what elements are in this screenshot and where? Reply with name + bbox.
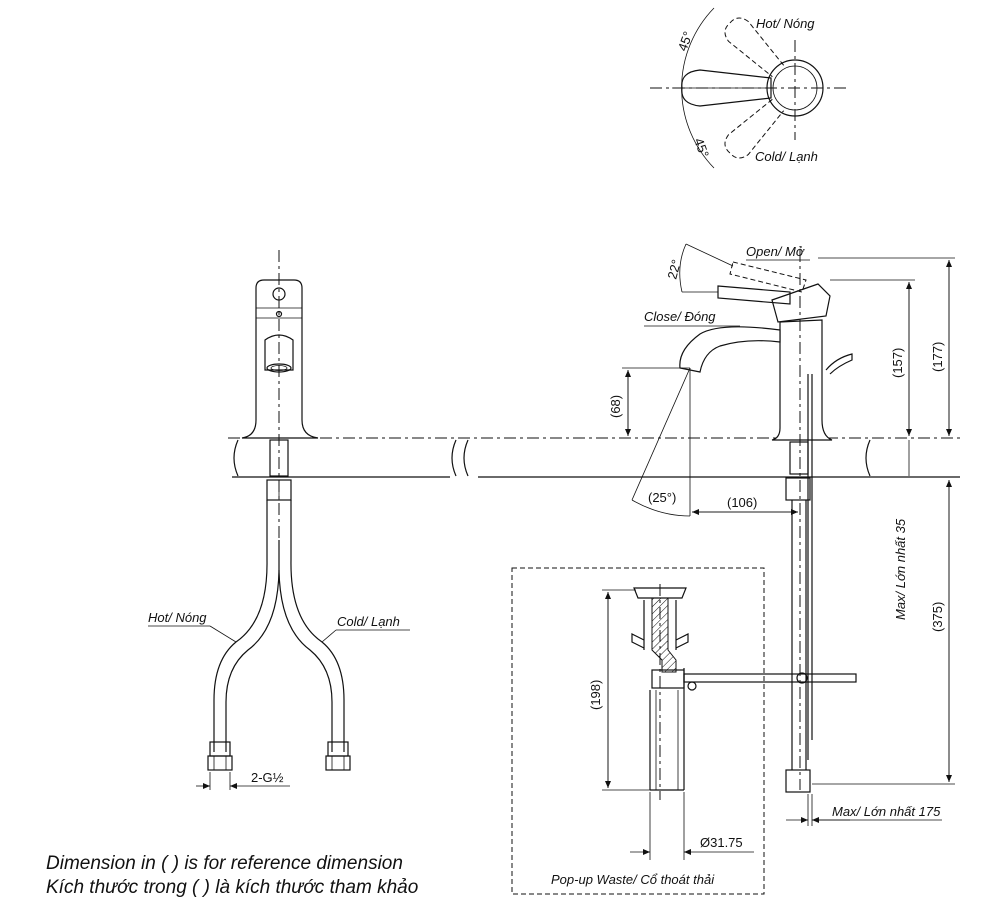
popup-height: (198) [588,680,603,710]
thread-label: 2-G½ [251,770,284,785]
handle-inner-circle [772,65,818,111]
cold-hose-nut-top [327,741,349,757]
max-rod-label: Max/ Lớn nhất 175 [832,804,941,819]
max-depth-label: Max/ Lớn nhất 35 [893,518,908,620]
lever-closed [717,285,791,305]
side-handle-cap [771,283,831,323]
dim-total-height: (177) [930,342,945,372]
angle-top-label: 45° [675,29,696,53]
side-spout [679,326,781,373]
front-body [241,279,319,439]
spray-angle-label: (25°) [648,490,676,505]
hot-hose-inner [225,540,280,752]
handle-top-view: 45° 45° Hot/ Nóng Cold/ Lạnh [650,7,850,169]
notes: Dimension in ( ) is for reference dimens… [46,853,418,898]
popup-cap [633,587,687,599]
side-body [771,319,833,441]
hot-label-top: Hot/ Nóng [756,16,815,31]
cold-hose-nut [325,755,351,771]
popup-pivot-rod [683,673,857,683]
hot-hose-nut [207,755,233,771]
lever-hot-position [724,98,785,159]
dim-body-height: (157) [890,348,905,378]
cold-hose-outer [290,540,345,752]
side-nut [785,477,811,501]
note-english: Dimension in ( ) is for reference dimens… [46,853,403,874]
popup-rod-knob [825,353,853,375]
countertop [228,437,960,478]
side-hose-nut [785,769,811,793]
popup-stopper [651,597,677,673]
dim-hose-length: (375) [930,602,945,632]
cold-label-top: Cold/ Lạnh [755,149,818,164]
break-mid-2 [463,439,469,477]
angle-bottom-label: 45° [691,136,712,160]
hot-hose-nut-top [209,741,231,757]
break-right [865,439,871,477]
handle-angle-label: 22° [664,258,684,281]
front-view: Hot/ Nóng Cold/ Lạnh 2-G½ [148,250,410,790]
side-view: 22° Open/ Mở Close/ Đóng (68) (157) (177… [608,243,955,826]
popup-label: Pop-up Waste/ Cổ thoát thải [551,872,715,887]
popup-diameter: Ø31.75 [700,835,743,850]
front-hot-label: Hot/ Nóng [148,610,207,625]
popup-pivot [651,669,685,689]
note-vietnamese: Kích thước trong ( ) là kích thước tham … [46,877,418,898]
popup-frame [511,567,765,895]
dim-spout-reach: (106) [727,495,757,510]
side-shank [789,441,809,475]
front-cold-label: Cold/ Lạnh [337,614,400,629]
lever-open [729,261,807,293]
break-mid-1 [451,439,457,477]
hot-hose-outer [213,540,268,752]
front-shank [269,439,289,477]
close-label: Close/ Đóng [644,309,716,324]
break-left [233,439,239,477]
front-spout [264,334,294,371]
dim-spout-height: (68) [608,395,623,418]
popup-waste-detail: (198) Ø31.75 Pop-up Waste/ Cổ thoát thải [511,567,857,895]
cold-hose-inner [278,569,333,752]
open-label: Open/ Mở [746,244,805,259]
lever-cold-position [724,17,785,78]
